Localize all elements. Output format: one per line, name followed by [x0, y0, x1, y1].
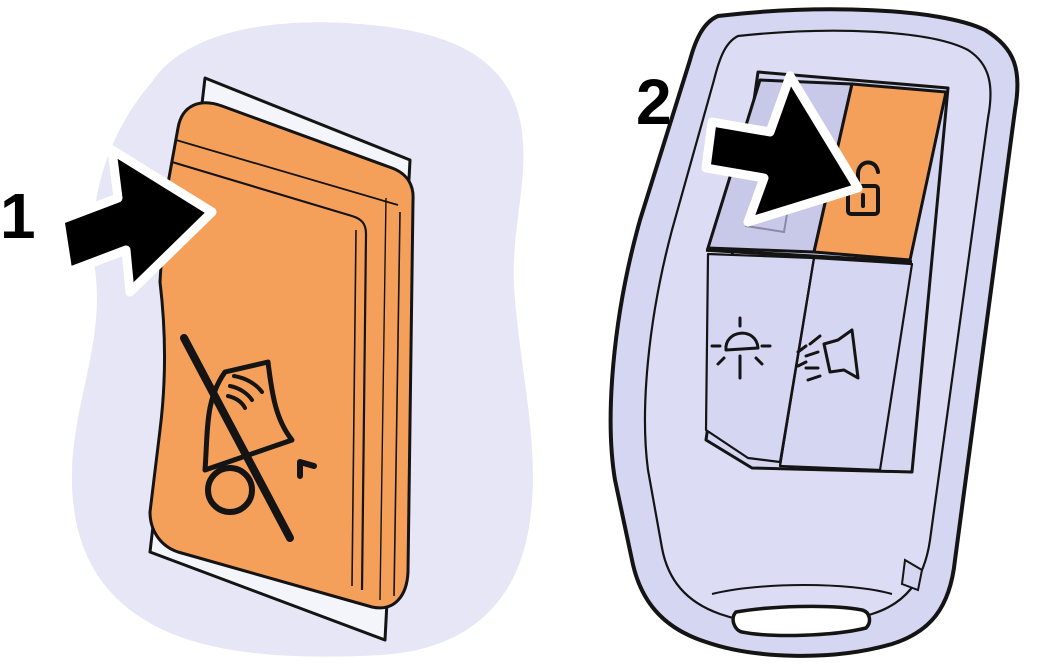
right-panel: 2 — [611, 9, 1018, 655]
callout-number-2: 2 — [636, 66, 672, 138]
rocker-switch[interactable] — [150, 103, 413, 608]
callout-number-1: 1 — [0, 180, 36, 252]
key-fob — [611, 9, 1018, 655]
left-panel: 1 — [0, 22, 533, 656]
keyring-slot — [733, 606, 869, 635]
